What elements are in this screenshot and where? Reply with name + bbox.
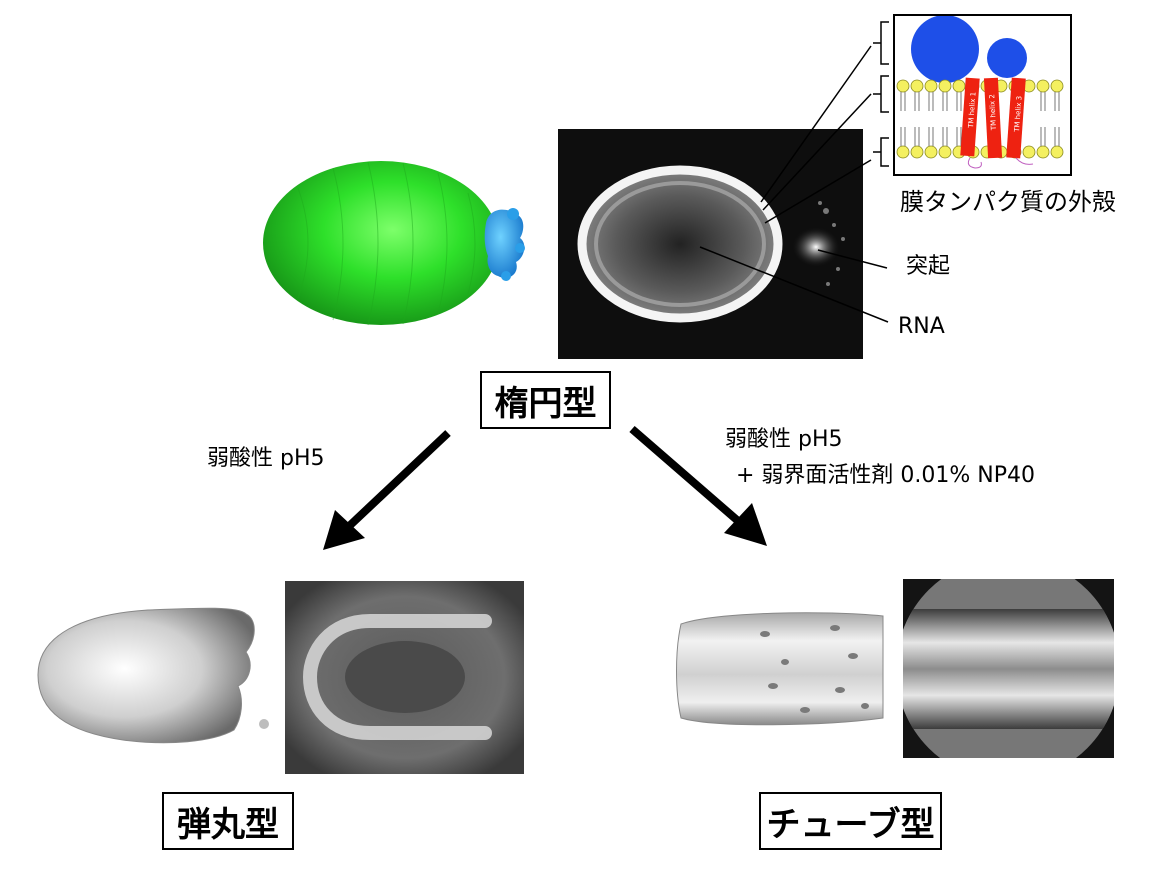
tube-type-label: チューブ型 <box>759 792 942 850</box>
ellipsoid-3d-model <box>258 148 528 333</box>
protrusion-label: 突起 <box>906 254 951 279</box>
bullet-type-label: 弾丸型 <box>162 792 294 850</box>
em-section-ellipsoid <box>558 129 863 359</box>
inset-brackets <box>873 21 889 167</box>
bullet-3d-model <box>28 600 278 750</box>
helix-label-1: TM helix 1 <box>967 92 978 129</box>
tube-3d-model <box>675 606 890 731</box>
helix-label-2: TM helix 2 <box>988 94 998 131</box>
membrane-protein-inset: TM helix 1 TM helix 2 TM helix 3 <box>893 14 1072 176</box>
arrow-to-bullet <box>323 430 451 550</box>
condition-right-line2: + 弱界面活性剤 0.01% NP40 <box>736 463 1036 488</box>
membrane-shell-label: 膜タンパク質の外殻 <box>900 188 1116 216</box>
arrow-to-tube <box>629 425 767 546</box>
em-section-tube <box>903 579 1114 758</box>
helix-label-3: TM helix 3 <box>1013 96 1024 133</box>
rna-label: RNA <box>898 314 945 339</box>
ellipsoid-type-label: 楕円型 <box>480 371 611 429</box>
condition-right-line1: 弱酸性 pH5 <box>725 427 843 452</box>
em-section-bullet <box>285 581 524 774</box>
condition-left: 弱酸性 pH5 <box>207 446 325 471</box>
